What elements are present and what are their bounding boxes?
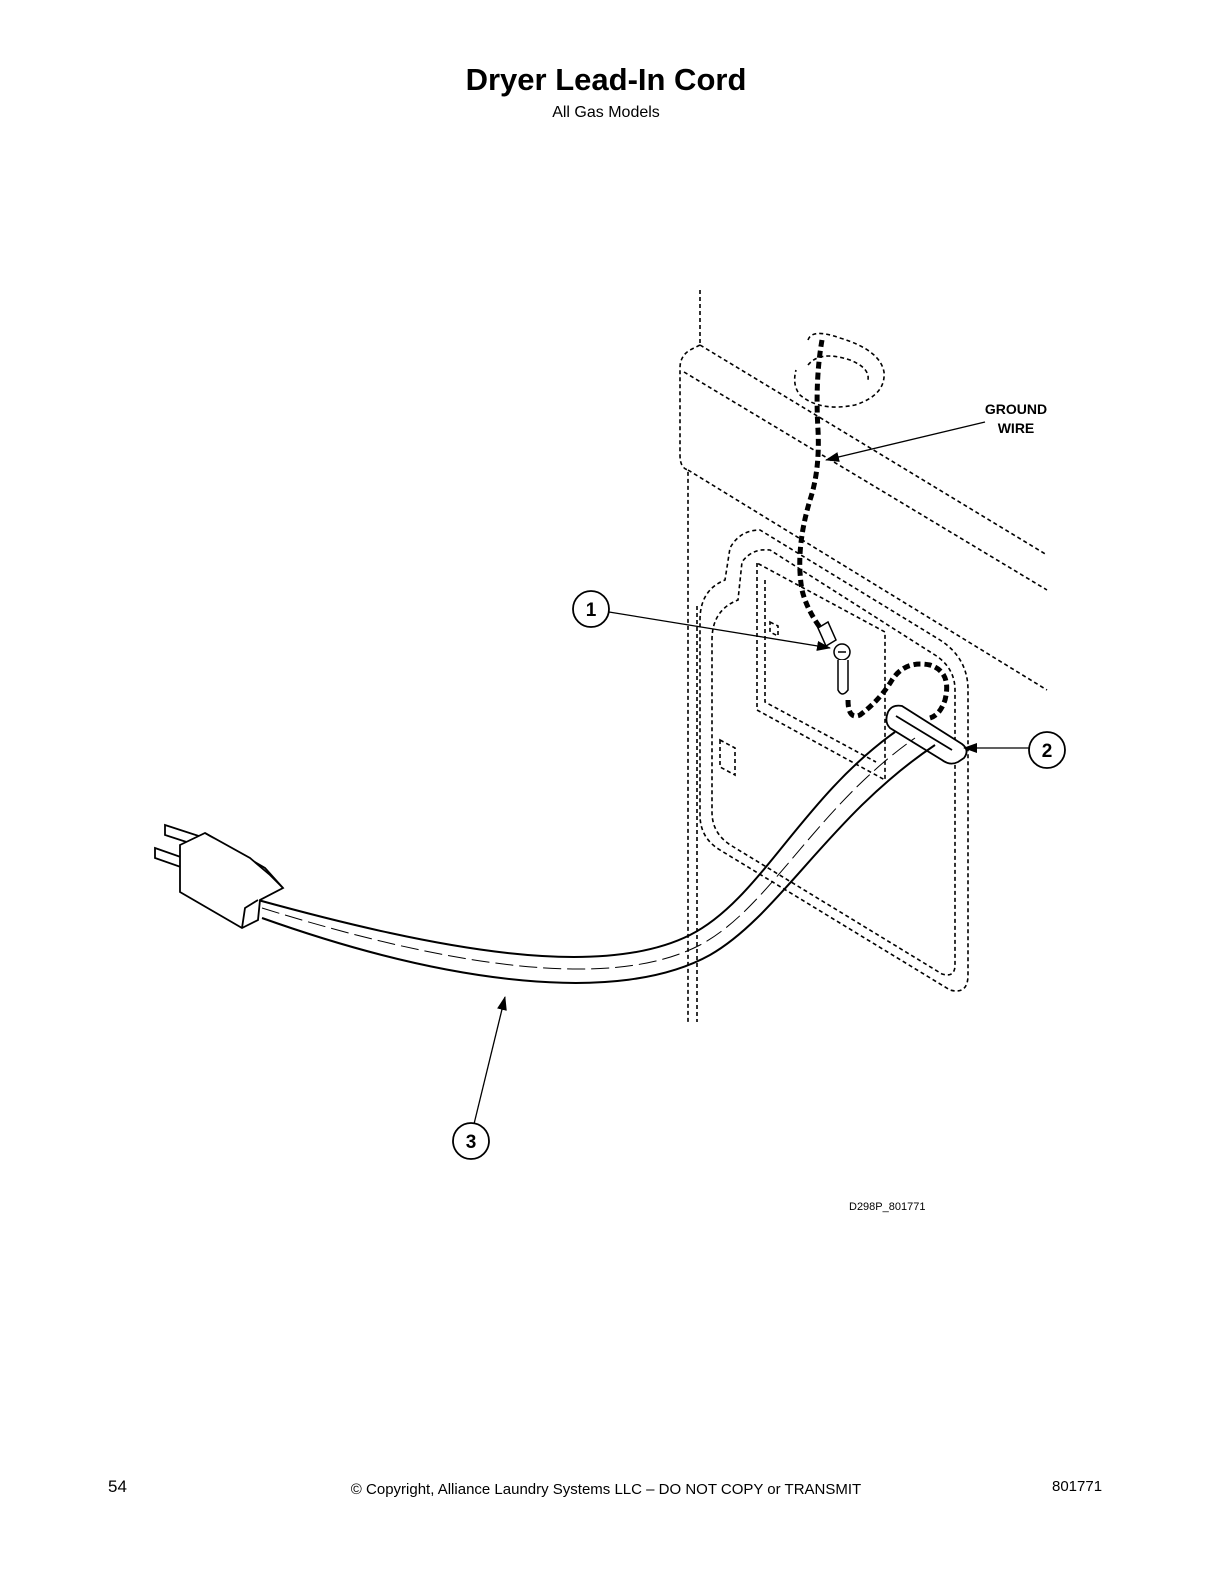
callout-1: 1 xyxy=(572,590,610,628)
ground-screw xyxy=(817,620,851,695)
callout-3: 3 xyxy=(452,1122,490,1160)
strain-relief xyxy=(885,704,968,765)
power-cord xyxy=(257,731,936,984)
copyright-notice: © Copyright, Alliance Laundry Systems LL… xyxy=(350,1481,862,1498)
document-number: 801771 xyxy=(1052,1478,1103,1495)
plug xyxy=(154,823,285,930)
figure-id: D298P_801771 xyxy=(849,1201,926,1213)
ground-wire-loop xyxy=(845,661,950,721)
callout-2-number: 2 xyxy=(1042,741,1053,762)
callout-3-number: 3 xyxy=(466,1132,477,1153)
page-subtitle: All Gas Models xyxy=(552,104,660,121)
page-title: Dryer Lead-In Cord xyxy=(465,62,747,97)
dryer-cabinet-outline xyxy=(679,290,1048,1022)
page-number: 54 xyxy=(108,1477,127,1496)
leader-lines xyxy=(473,421,1029,1125)
callout-1-number: 1 xyxy=(586,600,597,621)
ground-wire-label-line1: GROUND xyxy=(985,401,1047,417)
callout-2: 2 xyxy=(1028,731,1066,769)
ground-wire xyxy=(797,339,832,642)
ground-wire-label-line2: WIRE xyxy=(998,420,1035,436)
